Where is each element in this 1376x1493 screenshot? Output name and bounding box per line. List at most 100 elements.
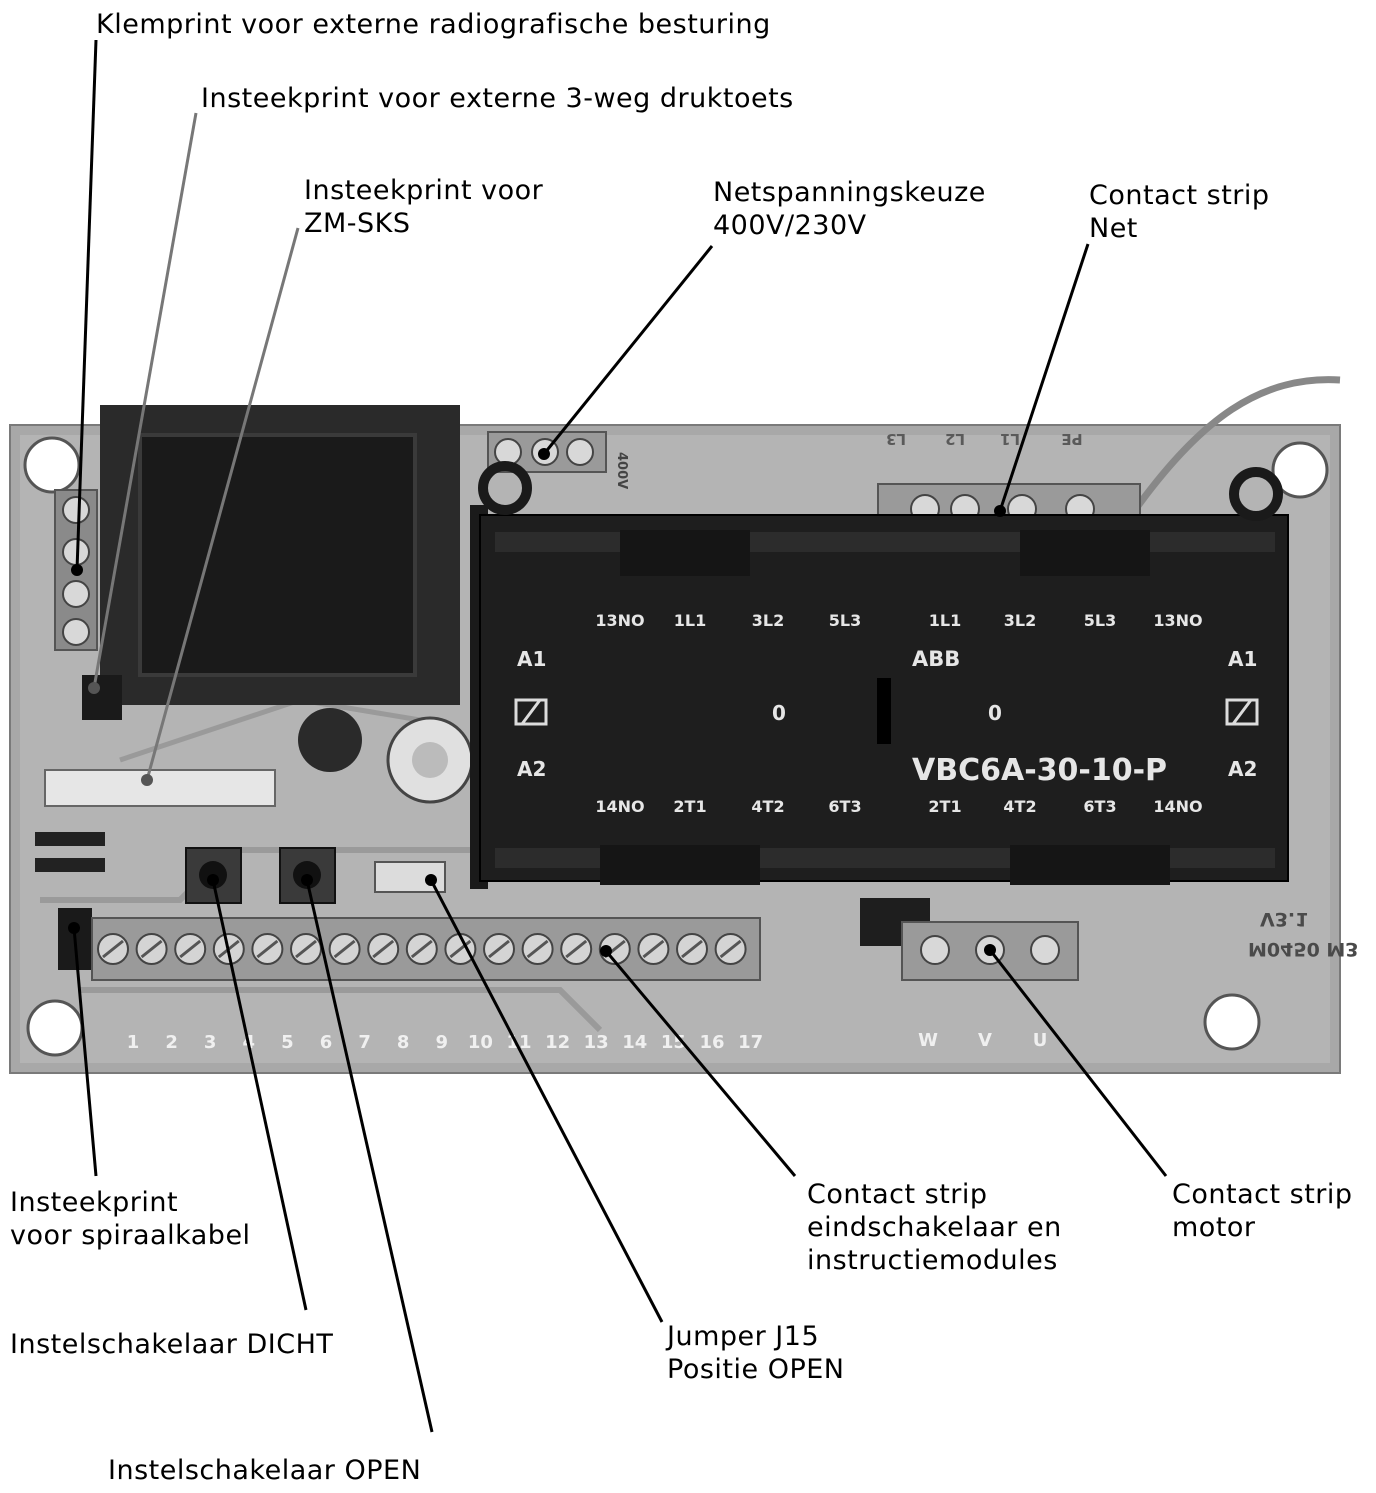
terminal-screw-slot	[102, 939, 124, 959]
net-terminal-labels: PE L1 L2 L3	[886, 430, 1083, 448]
terminal-number: 8	[397, 1032, 410, 1053]
terminal-screw-slot	[488, 939, 510, 959]
terminal-number: 16	[699, 1032, 724, 1053]
label-zmsks-line-1: Insteekprint voor	[304, 175, 544, 206]
leader-dicht	[211, 879, 308, 1311]
contactor	[470, 461, 1289, 889]
label-eind-line-3: instructiemodules	[807, 1245, 1058, 1276]
terminal-number: 17	[738, 1032, 763, 1053]
motor-terminal-label: U	[1033, 1030, 1048, 1051]
leader-jumper	[429, 879, 664, 1323]
leader-eind	[604, 950, 797, 1177]
terminal-number: 7	[358, 1032, 371, 1053]
threeway-plug-header	[82, 675, 122, 720]
contactor-terminal-bottom: 14NO	[595, 797, 644, 816]
label-spiraal: Insteekprint voor spiraalkabel	[10, 1186, 251, 1252]
net-terminal-label: L2	[945, 430, 965, 448]
label-motor: Contact strip motor	[1172, 1178, 1353, 1244]
label-netspanning: Netspanningskeuze 400V/230V	[713, 176, 986, 242]
label-zmsks-line-2: ZM-SKS	[304, 208, 411, 239]
contactor-model: VBC6A-30-10-P	[912, 753, 1167, 788]
contactor-terminal-top: 13NO	[595, 611, 644, 630]
contactor-zero-right: 0	[988, 701, 1002, 725]
label-threeway-line: Insteekprint voor externe 3-weg druktoet…	[201, 83, 794, 114]
leader-netspanning	[542, 245, 714, 455]
contactor-terminal-bottom: 6T3	[1083, 797, 1116, 816]
net-terminal-label: L3	[886, 430, 906, 448]
terminal-screw-slot	[410, 939, 433, 959]
terminal-screw-slot	[681, 939, 703, 959]
contactor-terminal-bottom: 4T2	[751, 797, 784, 816]
label-netspanning-line-1: Netspanningskeuze	[713, 177, 986, 208]
label-netspanning-line-2: 400V/230V	[713, 210, 867, 241]
terminal-screw-slot	[333, 939, 356, 959]
label-net: Contact strip Net	[1089, 179, 1270, 245]
label-jumper-line-1: Jumper J15	[667, 1321, 820, 1352]
net-terminal-label: L1	[1000, 430, 1020, 448]
terminal-number: 3	[204, 1032, 217, 1053]
contactor-terminal-top: 5L3	[1084, 611, 1116, 630]
leader-zmsks	[145, 227, 300, 781]
contactor-terminal-top: 13NO	[1153, 611, 1202, 630]
contactor-a2-right: A2	[1228, 757, 1257, 781]
terminal-screw-slot	[449, 939, 472, 959]
motor-terminal-strip	[860, 898, 1079, 981]
terminal-number: 5	[281, 1032, 294, 1053]
label-jumper: Jumper J15 Positie OPEN	[667, 1320, 844, 1386]
contactor-terminal-bottom: 4T2	[1003, 797, 1036, 816]
terminal-number: 10	[468, 1032, 493, 1053]
leader-lines	[72, 39, 1168, 1433]
contactor-terminal-bottom: 2T1	[928, 797, 961, 816]
terminal-number: 12	[545, 1032, 570, 1053]
label-jumper-line-2: Positie OPEN	[667, 1354, 845, 1385]
label-spiraal-line-2: voor spiraalkabel	[10, 1220, 251, 1251]
label-radio-line: Klemprint voor externe radiografische be…	[96, 9, 771, 40]
terminal-number: 6	[320, 1032, 333, 1053]
terminal-screw-slot	[295, 939, 317, 959]
terminal-screw-slot	[565, 939, 588, 959]
contactor-terminal-top: 3L2	[1004, 611, 1036, 630]
leader-threeway	[92, 112, 198, 689]
terminal-strip-1-17	[91, 917, 761, 981]
terminal-number: 13	[584, 1032, 609, 1053]
mounting-hole	[26, 999, 84, 1057]
label-motor-line-2: motor	[1172, 1212, 1256, 1243]
terminal-screw-slot	[526, 939, 549, 959]
leader-open	[305, 879, 434, 1433]
leader-motor	[988, 949, 1168, 1177]
contactor-terminal-top: 1L1	[929, 611, 961, 630]
terminal-number: 1	[127, 1032, 140, 1053]
leader-dots	[68, 448, 1006, 957]
label-open-line: Instelschakelaar OPEN	[108, 1455, 422, 1486]
leader-radio	[75, 39, 98, 571]
label-eind: Contact strip eindschakelaar en instruct…	[807, 1178, 1062, 1277]
label-net-line-1: Contact strip	[1089, 180, 1270, 211]
contactor-zero-left: 0	[772, 701, 786, 725]
label-zmsks: Insteekprint voor ZM-SKS	[304, 174, 543, 240]
contactor-terminal-bottom: 6T3	[828, 797, 861, 816]
net-terminal-label: PE	[1061, 430, 1082, 448]
contactor-terminal-top: 1L1	[674, 611, 706, 630]
contactor-terminal-top: 3L2	[752, 611, 784, 630]
mounting-hole	[1271, 441, 1329, 499]
label-dicht: Instelschakelaar DICHT	[10, 1328, 333, 1361]
terminal-screw-slot	[719, 939, 742, 959]
label-motor-line-1: Contact strip	[1172, 1179, 1353, 1210]
contactor-terminal-top: 5L3	[829, 611, 861, 630]
terminal-screw-slot	[256, 939, 279, 959]
label-threeway: Insteekprint voor externe 3-weg druktoet…	[201, 82, 794, 115]
terminal-screw-slot	[140, 939, 163, 959]
choke	[298, 708, 362, 772]
label-spiraal-line-1: Insteekprint	[10, 1187, 179, 1218]
transformer	[100, 405, 460, 705]
contactor-terminal-bottom: 14NO	[1153, 797, 1202, 816]
leader-spiraal	[72, 927, 98, 1177]
label-eind-line-2: eindschakelaar en	[807, 1212, 1062, 1243]
contactor-a1-right: A1	[1228, 647, 1257, 671]
terminal-number: 2	[165, 1032, 178, 1053]
contactor-a2-left: A2	[517, 757, 546, 781]
label-net-line-2: Net	[1089, 213, 1138, 244]
